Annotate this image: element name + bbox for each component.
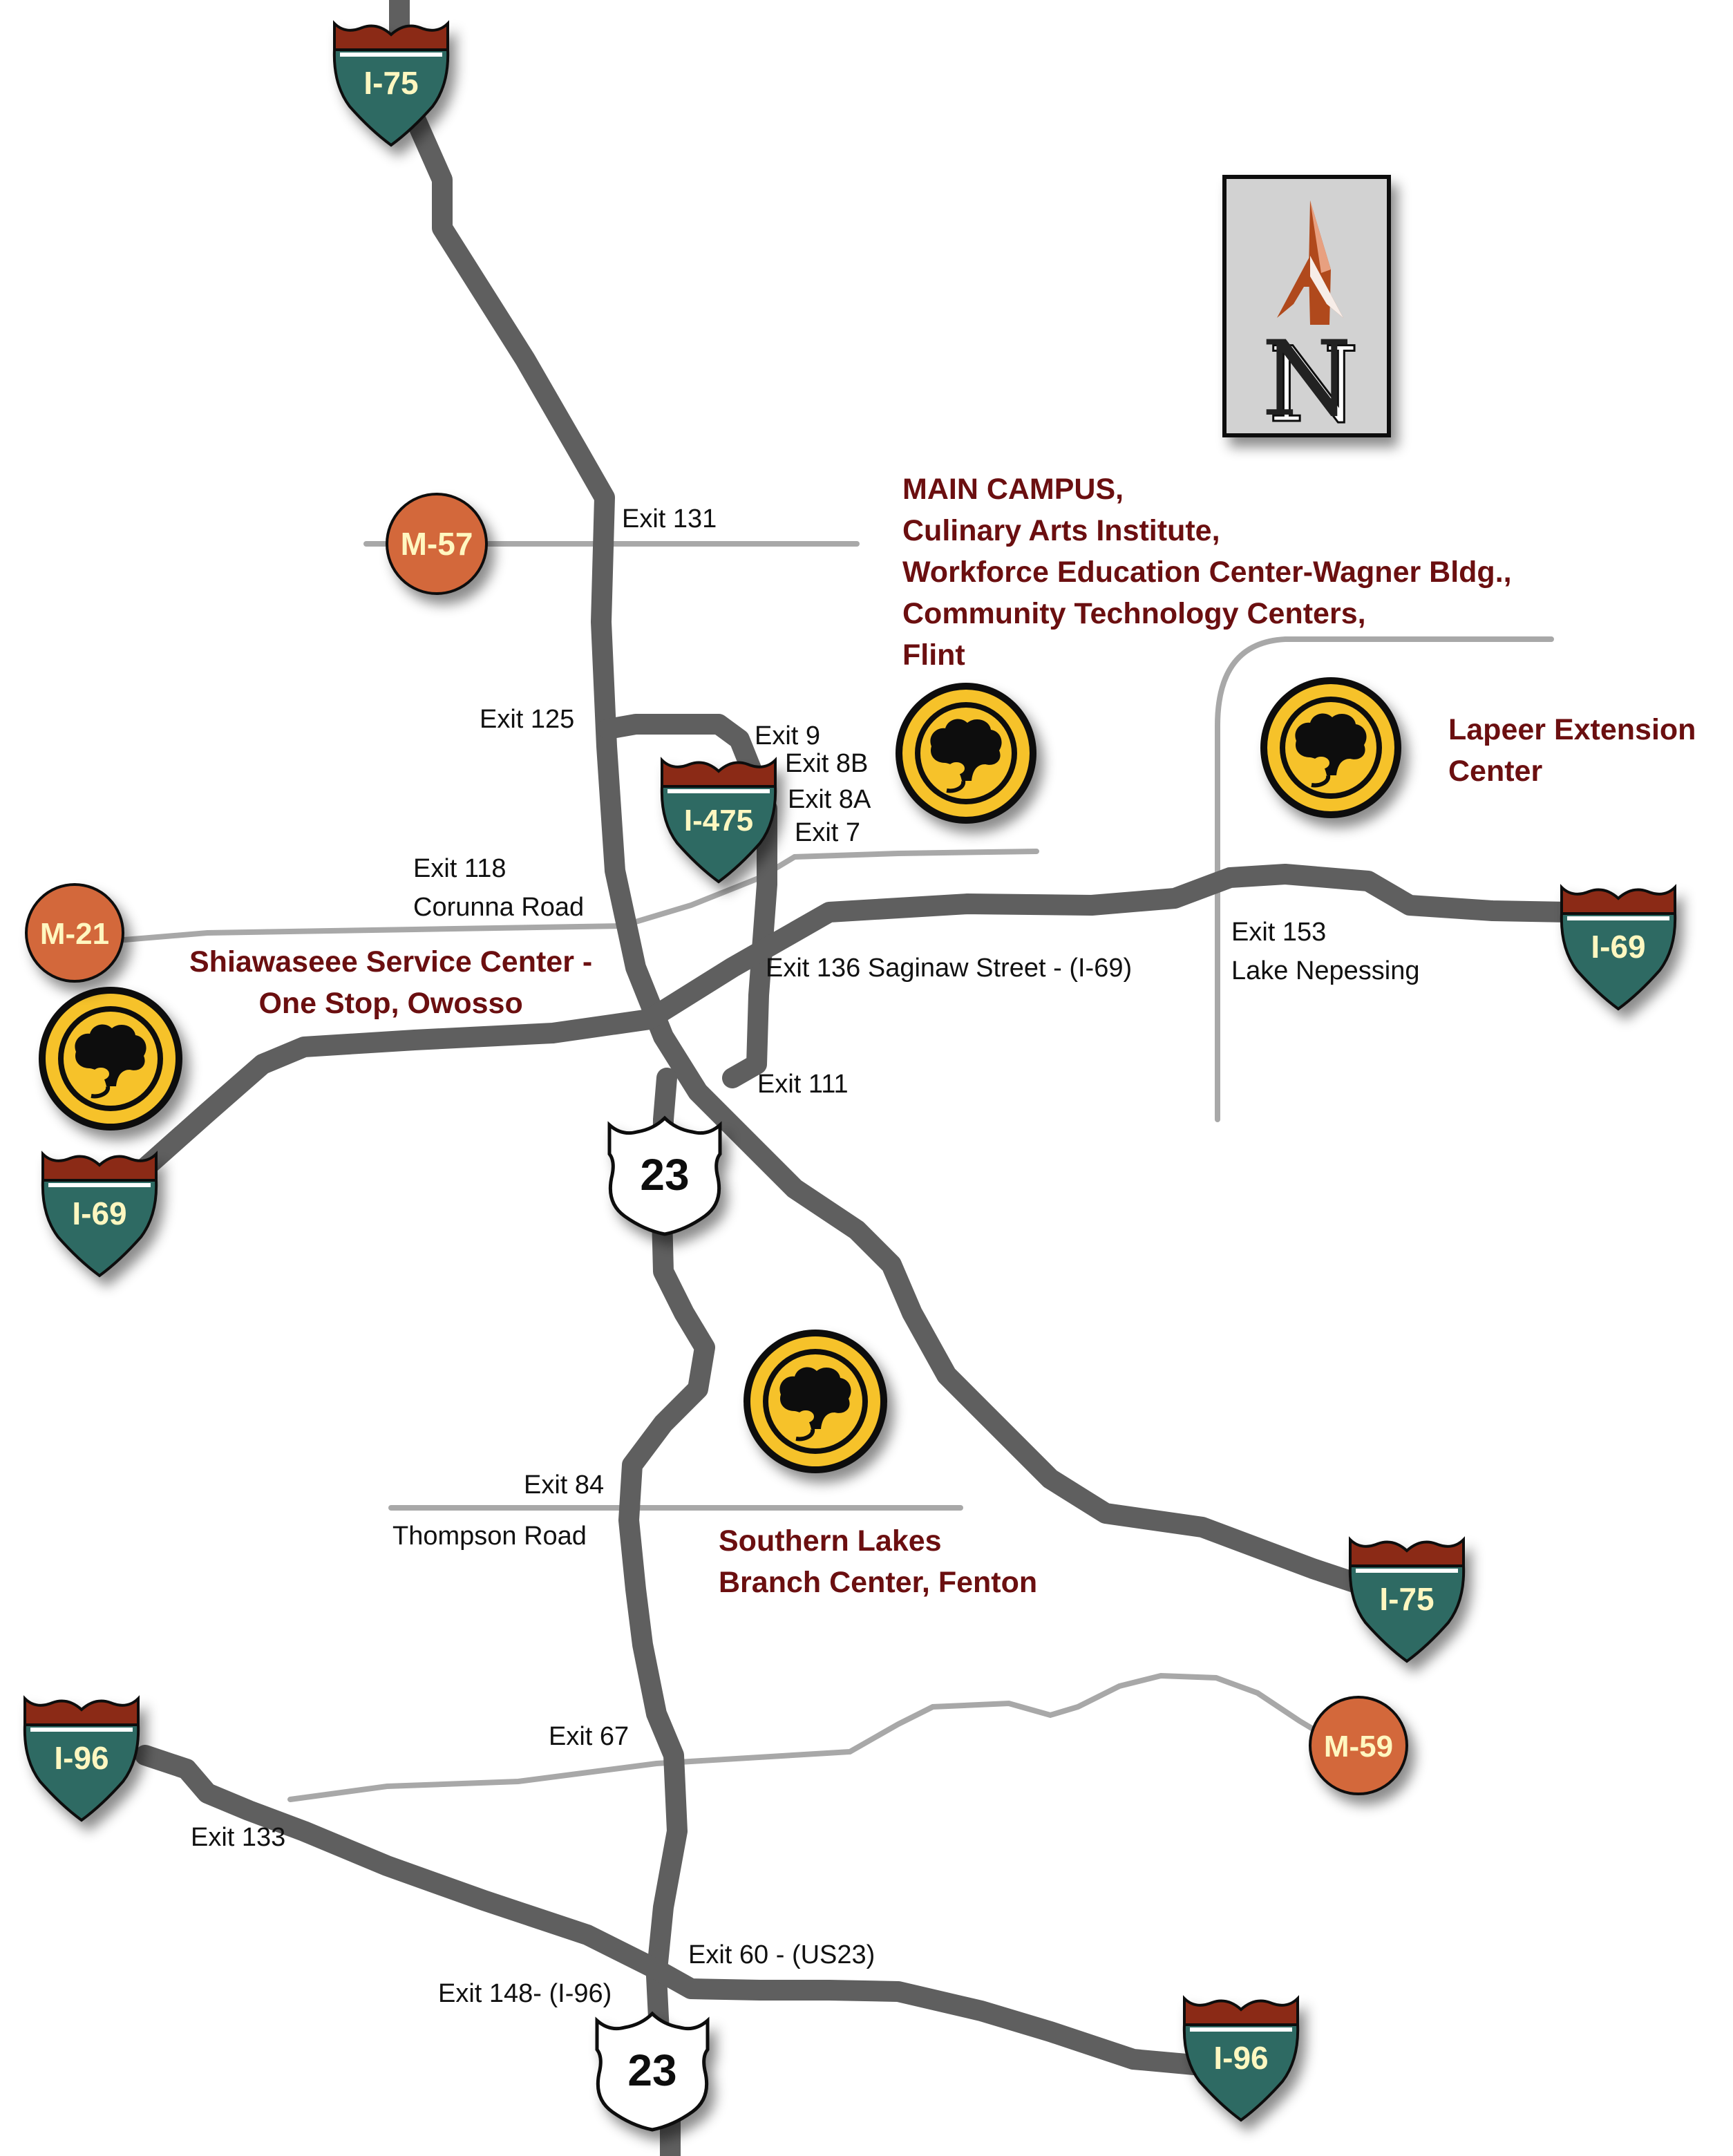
compass-icon: N N	[1222, 175, 1391, 447]
i96-left-label: I-96	[54, 1740, 108, 1776]
i96-right-label: I-96	[1213, 2040, 1268, 2076]
main-campus-line: Community Technology Centers,	[902, 597, 1366, 630]
lapeer-line: Lapeer Extension	[1448, 713, 1696, 746]
i96-right-shield-icon: I-96	[1182, 1997, 1300, 2121]
exit-131-label: Exit 131	[622, 504, 717, 533]
thompson-road-label: Thompson Road	[392, 1522, 587, 1551]
i75-bottom-label: I-75	[1379, 1581, 1434, 1617]
i69-left-shield-icon: I-69	[41, 1153, 158, 1277]
flint-logo-icon	[896, 683, 1036, 824]
fenton-logo-icon	[744, 1330, 887, 1473]
shiawassee-line: One Stop, Owosso	[258, 987, 523, 1020]
southern-lakes-label: Southern Lakes Branch Center, Fenton	[719, 1520, 1037, 1603]
lapeer-center-label: Lapeer Extension Center	[1448, 709, 1696, 792]
exit-8b-label: Exit 8B	[785, 749, 869, 778]
i75-bottom-shield-icon: I-75	[1348, 1538, 1466, 1663]
exit-8a-label: Exit 8A	[788, 785, 871, 814]
i75-highway	[389, 0, 1365, 1593]
exit-133-label: Exit 133	[191, 1823, 286, 1852]
i96-highway	[135, 1745, 1220, 2077]
highways	[135, 0, 1579, 2156]
us23-upper-label: 23	[640, 1150, 689, 1200]
i96-left-shield-icon: I-96	[23, 1697, 140, 1822]
m21-label: M-21	[40, 917, 109, 951]
exit-60-label: Exit 60 - (US23)	[688, 1940, 875, 1969]
i69-highway	[135, 864, 1579, 1178]
owosso-logo-icon	[39, 987, 182, 1131]
main-campus-line: Flint	[902, 639, 965, 672]
secondary-roads	[122, 541, 1554, 1802]
lapeer-line: Center	[1448, 755, 1543, 788]
main-campus-line: Workforce Education Center-Wagner Bldg.,	[902, 556, 1512, 589]
i475-shield-icon: I-475	[660, 759, 777, 883]
i75-top-shield-icon: I-75	[332, 22, 450, 146]
us23-lower-shield-icon: 23	[597, 2014, 708, 2130]
exit-111-label: Exit 111	[757, 1070, 849, 1099]
exit-153-label: Exit 153	[1231, 918, 1327, 947]
main-campus-label: MAIN CAMPUS, Culinary Arts Institute, Wo…	[902, 469, 1512, 676]
corunna-road-label: Corunna Road	[413, 893, 585, 922]
shiawassee-line: Shiawaseee Service Center -	[189, 945, 593, 978]
southern-lakes-line: Branch Center, Fenton	[719, 1566, 1038, 1599]
exit-148-label: Exit 148- (I-96)	[438, 1979, 612, 2008]
m21-shield-icon: M-21	[25, 883, 124, 983]
i475-label: I-475	[684, 804, 753, 838]
i69-left-label: I-69	[72, 1195, 126, 1231]
exit-84-label: Exit 84	[524, 1471, 605, 1500]
m59-label: M-59	[1324, 1730, 1393, 1763]
us23-upper-shield-icon: 23	[609, 1118, 720, 1234]
exit-136-label: Exit 136 Saginaw Street - (I-69)	[766, 954, 1133, 983]
exit-9-label: Exit 9	[755, 721, 821, 750]
exit-67-label: Exit 67	[549, 1722, 629, 1751]
southern-lakes-line: Southern Lakes	[719, 1524, 942, 1558]
i69-right-shield-icon: I-69	[1560, 886, 1677, 1010]
lapeer-road	[1215, 636, 1554, 1122]
i75-top-label: I-75	[363, 65, 418, 101]
exit-125-label: Exit 125	[480, 705, 575, 734]
compass-n-letter: N	[1261, 319, 1352, 439]
shiawassee-center-label: Shiawaseee Service Center - One Stop, Ow…	[189, 941, 592, 1024]
m57-label: M-57	[401, 526, 473, 562]
m21-road	[122, 849, 1039, 943]
main-campus-line: Culinary Arts Institute,	[902, 514, 1220, 547]
m57-shield-icon: M-57	[386, 493, 488, 595]
exit-118-label: Exit 118	[413, 854, 506, 883]
svg-text:N: N	[1268, 325, 1358, 446]
m59-shield-icon: M-59	[1309, 1696, 1408, 1795]
exit-7-label: Exit 7	[795, 818, 861, 847]
us23-lower-label: 23	[627, 2045, 676, 2095]
lake-nepessing-label: Lake Nepessing	[1231, 956, 1420, 985]
i69-right-label: I-69	[1591, 929, 1645, 965]
lapeer-logo-icon	[1260, 677, 1401, 818]
main-campus-line: MAIN CAMPUS,	[902, 473, 1124, 506]
m59-road	[287, 1672, 1336, 1802]
